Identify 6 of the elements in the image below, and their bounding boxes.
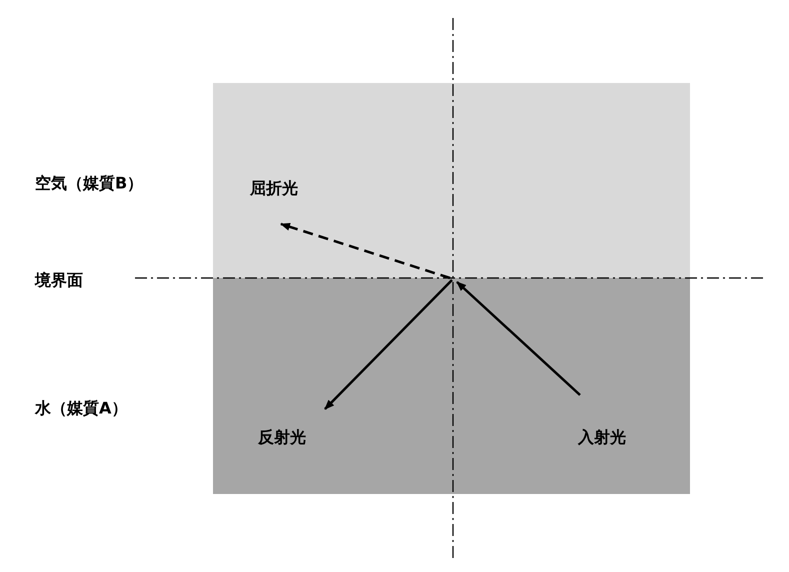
incident-light-label: 入射光 (578, 427, 626, 447)
medium-label: 水（媒質A） (35, 398, 128, 418)
medium-label: 空気（媒質B） (35, 173, 144, 193)
reflected-light-label: 反射光 (258, 427, 306, 447)
refracted-light-label: 屈折光 (250, 178, 298, 198)
interface-label: 境界面 (35, 270, 83, 290)
